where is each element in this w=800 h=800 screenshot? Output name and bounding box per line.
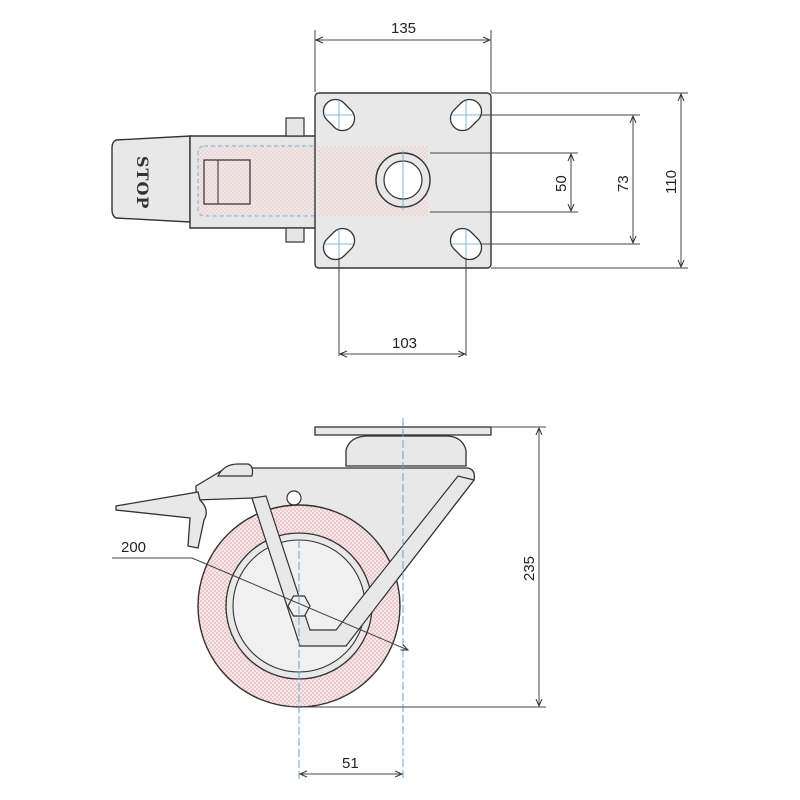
dim-plate-width xyxy=(314,30,492,92)
top-view: STOP xyxy=(111,20,688,356)
fork-inner xyxy=(197,145,319,217)
stop-label: STOP xyxy=(133,156,152,209)
bearing-housing xyxy=(345,435,467,467)
dim-stem-diameter-label: 50 xyxy=(553,175,570,192)
mount-slot-br xyxy=(449,227,483,261)
mount-slot-bl xyxy=(322,227,356,261)
brake-block xyxy=(203,159,251,205)
dim-plate-width-label: 135 xyxy=(391,20,416,37)
side-view: 200 235 51 xyxy=(112,418,546,780)
bolt-tab-top xyxy=(285,117,305,137)
dim-plate-height-label: 110 xyxy=(663,170,680,194)
pivot-hole xyxy=(286,490,302,506)
dim-total-height-label: 235 xyxy=(521,556,538,581)
dim-hole-spacing-y-label: 73 xyxy=(615,175,632,192)
bolt-tab-bottom xyxy=(285,227,305,243)
mount-slot-tl xyxy=(322,98,356,132)
dim-wheel-diameter-label: 200 xyxy=(121,539,146,556)
brake-pedal xyxy=(111,135,191,223)
dim-hole-spacing-y xyxy=(480,114,640,245)
brake-lever xyxy=(115,491,207,549)
dim-offset-label: 51 xyxy=(342,755,359,772)
brake-cap xyxy=(217,463,254,477)
dim-total-height xyxy=(300,426,546,708)
dim-stem-diameter xyxy=(430,152,578,213)
dim-wheel-diameter xyxy=(112,557,408,650)
dim-hole-spacing-x xyxy=(338,258,467,356)
mount-slot-tr xyxy=(449,98,483,132)
fork-leg xyxy=(251,475,476,647)
dim-hole-spacing-x-label: 103 xyxy=(392,335,417,352)
dim-plate-height xyxy=(491,92,688,269)
